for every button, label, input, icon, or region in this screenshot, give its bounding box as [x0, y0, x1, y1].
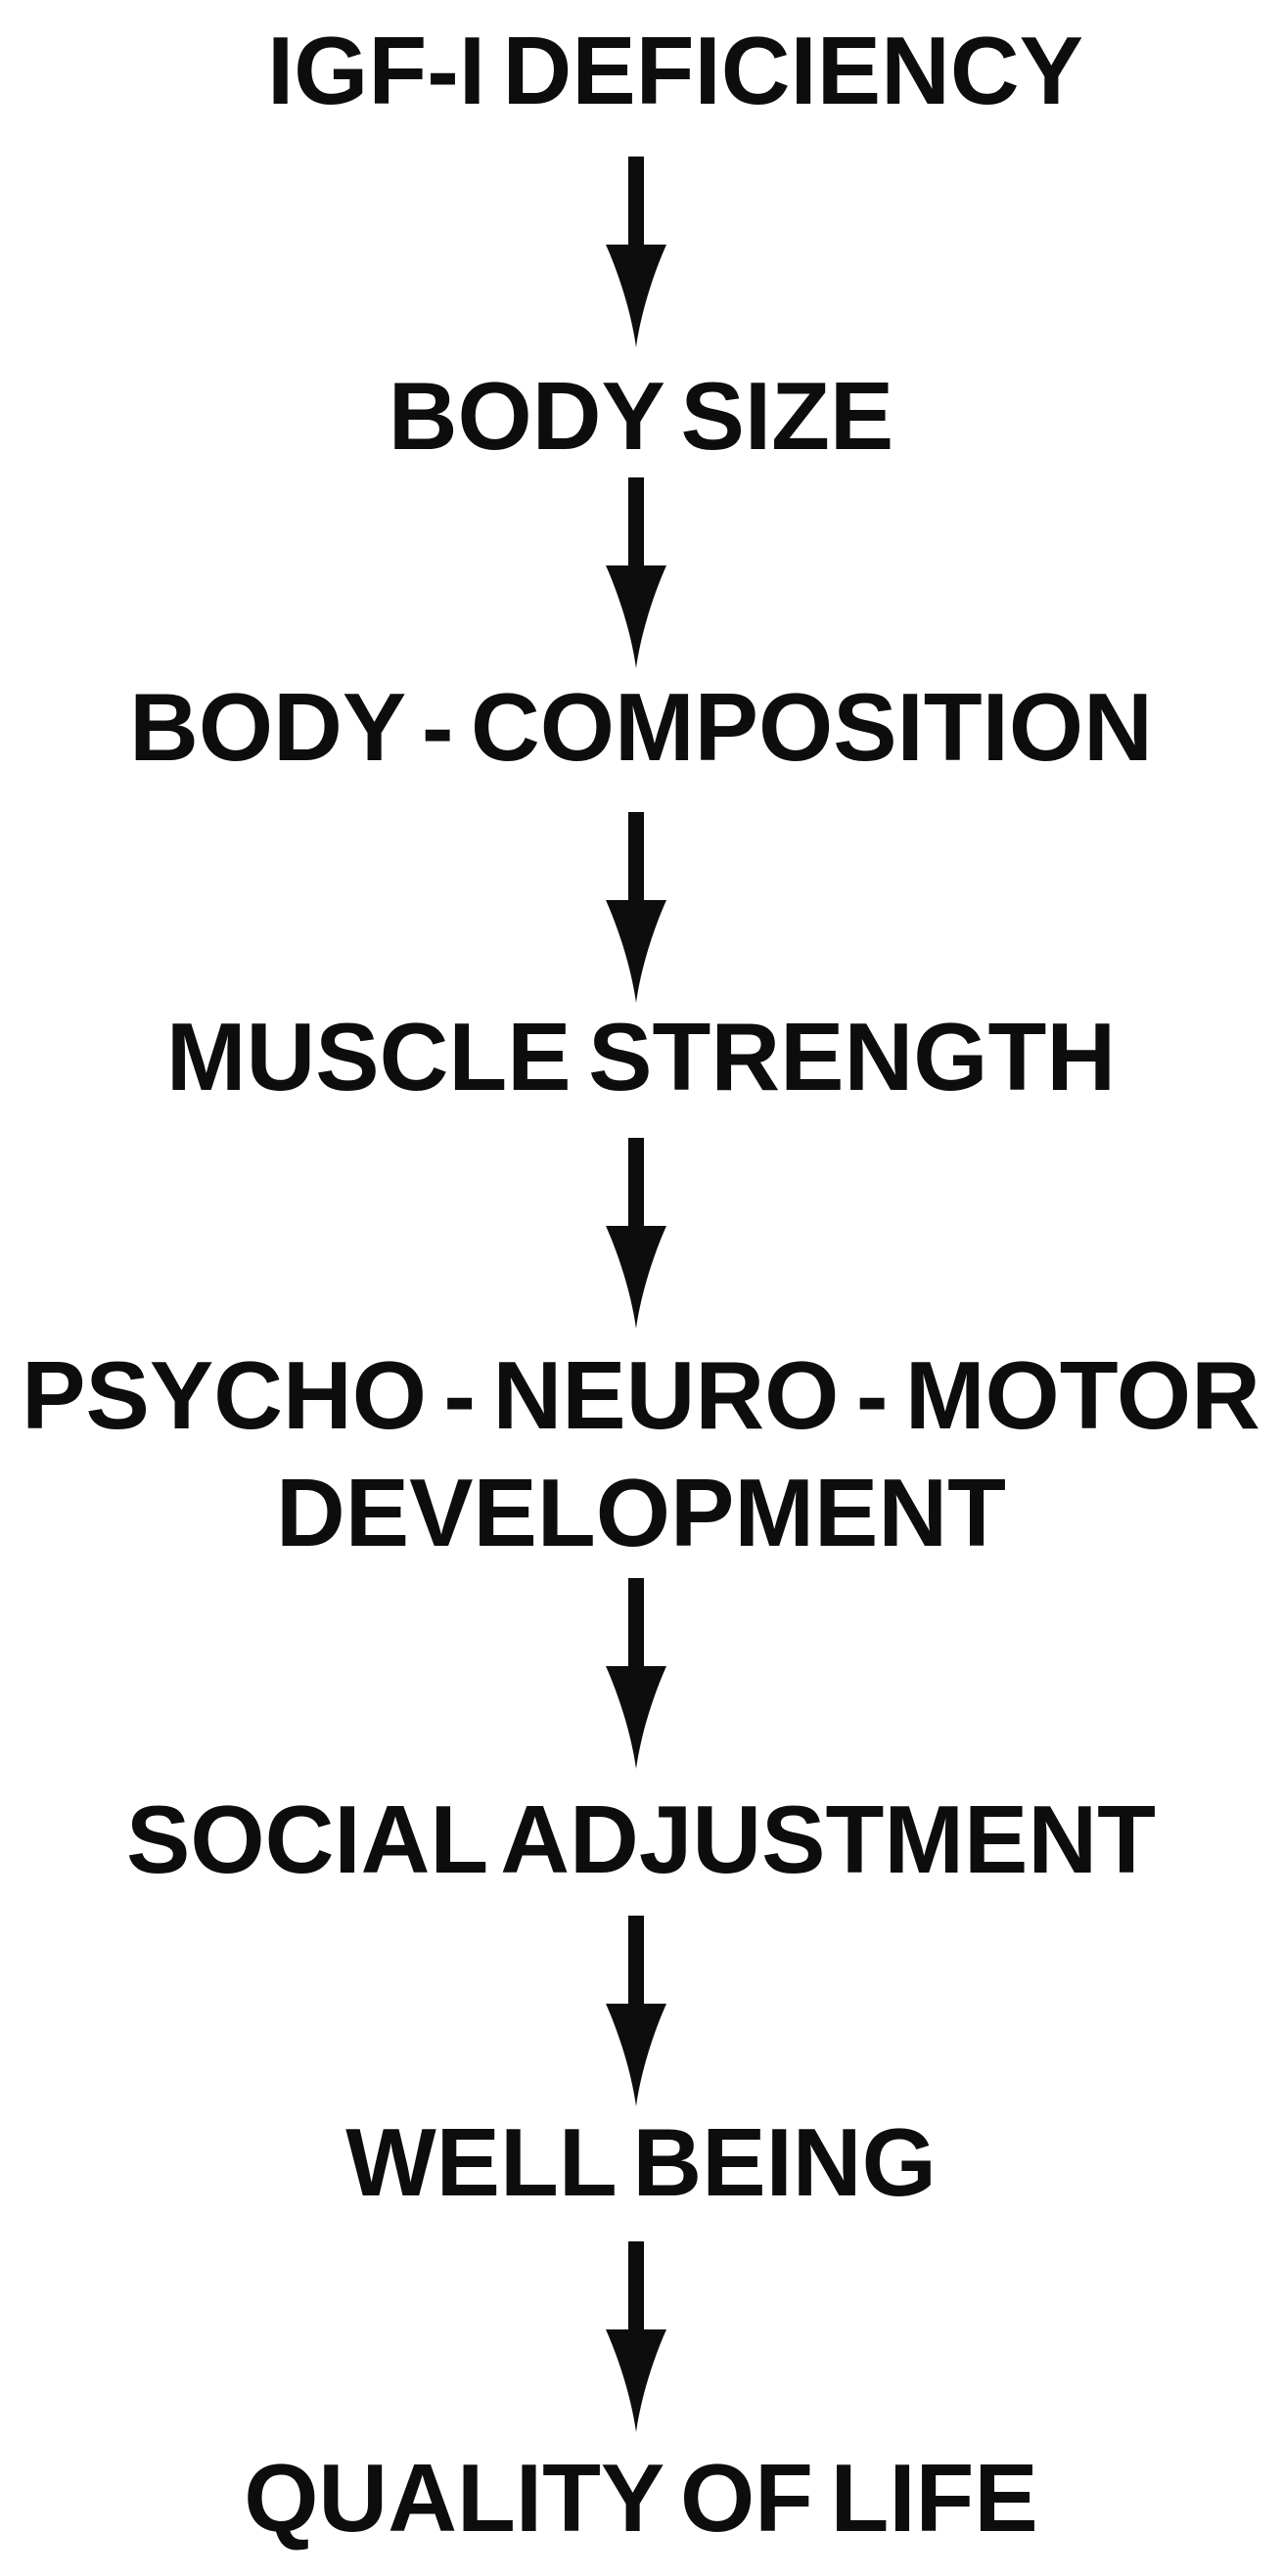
- flow-node-line-2: DEVELOPMENT: [276, 1459, 1006, 1566]
- down-arrow-icon: [606, 477, 666, 668]
- flow-node-igf-i-deficiency: IGF-I DEFICIENCY: [266, 17, 1084, 124]
- flow-node-body-size: BODY SIZE: [388, 362, 894, 470]
- flow-node-body-composition: BODY - COMPOSITION: [129, 673, 1153, 781]
- flow-node-muscle-strength: MUSCLE STRENGTH: [165, 1003, 1117, 1110]
- down-arrow-icon: [606, 2241, 666, 2432]
- down-arrow-icon: [606, 1138, 666, 1329]
- flow-node-social-adjustment: SOCIAL ADJUSTMENT: [126, 1785, 1156, 1893]
- flow-node-quality-of-life: QUALITY OF LIFE: [244, 2444, 1038, 2552]
- flow-node-line-1: PSYCHO - NEURO - MOTOR: [22, 1341, 1260, 1449]
- down-arrow-icon: [606, 157, 666, 347]
- flow-node-psycho-neuro-motor-development: PSYCHO - NEURO - MOTOR DEVELOPMENT: [0, 1336, 1282, 1571]
- down-arrow-icon: [606, 812, 666, 1003]
- flow-node-well-being: WELL BEING: [345, 2108, 937, 2216]
- down-arrow-icon: [606, 1916, 666, 2106]
- down-arrow-icon: [606, 1578, 666, 1769]
